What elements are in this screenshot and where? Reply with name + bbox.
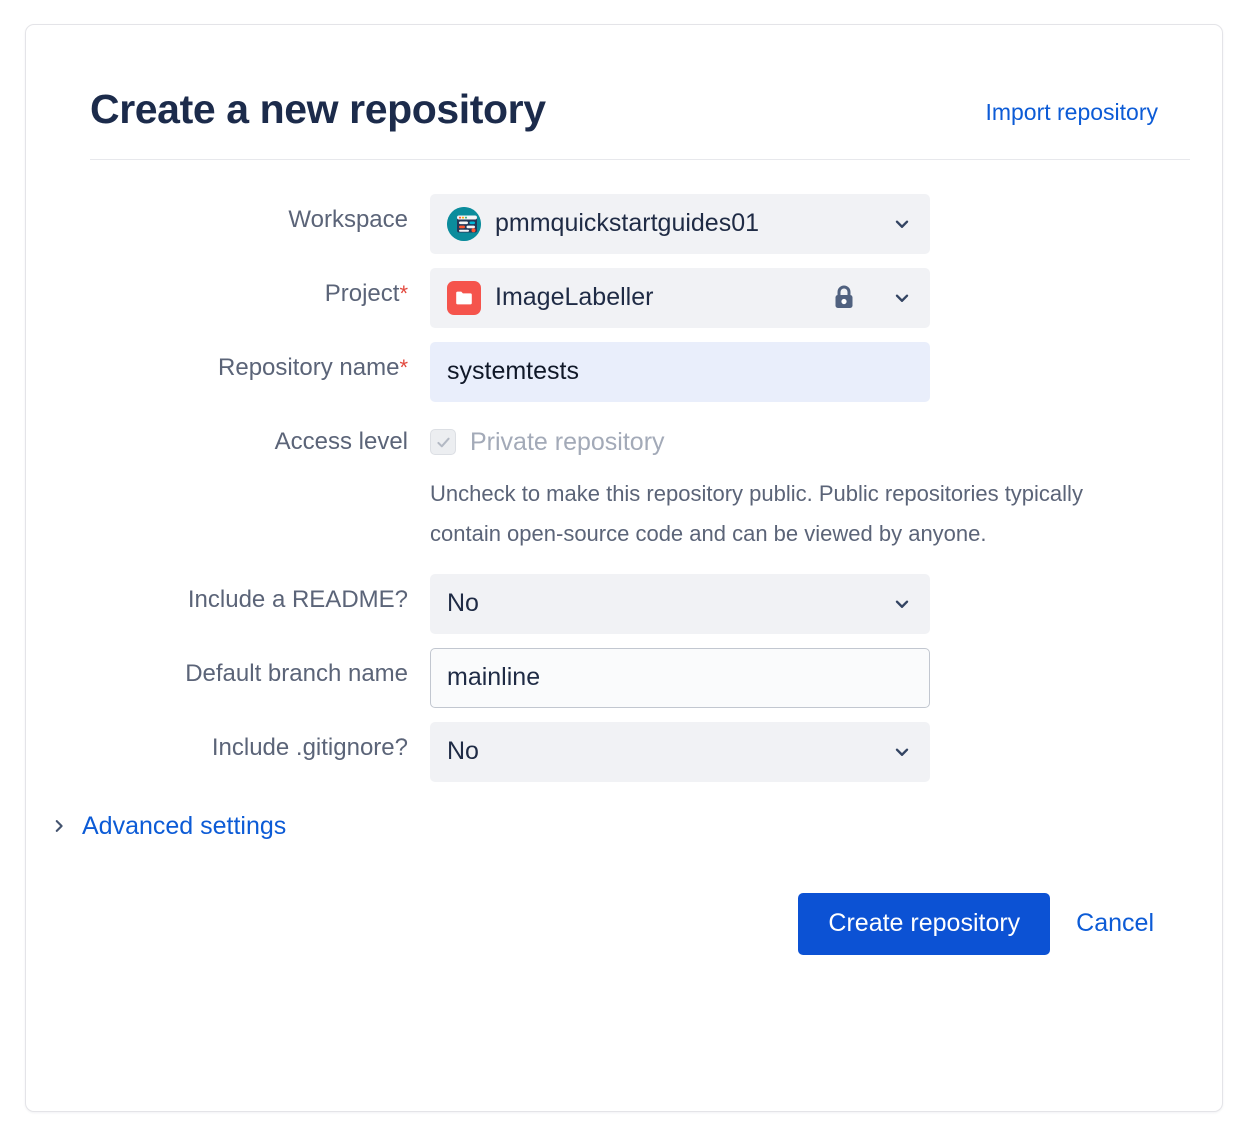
project-select[interactable]: ImageLabeller [430, 267, 930, 328]
private-repository-checkbox-row[interactable]: Private repository [430, 416, 1130, 460]
include-gitignore-select[interactable]: No [430, 721, 930, 782]
project-value: ImageLabeller [495, 283, 654, 312]
lock-icon [831, 284, 857, 312]
page-title: Create a new repository [90, 86, 546, 132]
include-readme-select[interactable]: No [430, 573, 930, 634]
chevron-down-icon [891, 593, 913, 615]
include-gitignore-value: No [447, 737, 479, 766]
project-label: Project* [90, 268, 430, 309]
workspace-value: pmmquickstartguides01 [495, 209, 760, 238]
project-label-text: Project [324, 279, 400, 307]
chevron-down-icon [891, 287, 913, 309]
form-row-include-gitignore: Include .gitignore? No [90, 721, 1190, 782]
repository-name-label-text: Repository name [218, 353, 400, 381]
private-repository-checkbox [430, 429, 456, 456]
form-actions: Create repository Cancel [90, 892, 1190, 955]
workspace-avatar-icon [447, 206, 481, 241]
repository-name-required-mark: * [399, 354, 408, 380]
cancel-button[interactable]: Cancel [1072, 909, 1158, 938]
form-row-project: Project* ImageLabeller [90, 267, 1190, 328]
project-folder-icon [447, 280, 481, 315]
advanced-settings-label: Advanced settings [82, 811, 287, 840]
private-repository-label: Private repository [470, 427, 665, 456]
form-row-repository-name: Repository name* [90, 341, 1190, 402]
chevron-down-icon [891, 213, 913, 235]
include-gitignore-label: Include .gitignore? [211, 733, 408, 761]
repository-name-input[interactable] [430, 341, 930, 402]
chevron-down-icon [891, 741, 913, 763]
form-row-include-readme: Include a README? No [90, 573, 1190, 634]
form-row-access-level: Access level Private repository Uncheck … [90, 416, 1190, 554]
workspace-label: Workspace [288, 205, 408, 233]
default-branch-label: Default branch name [185, 659, 408, 687]
advanced-settings-toggle[interactable]: Advanced settings [50, 812, 360, 841]
chevron-right-icon [50, 816, 68, 836]
include-readme-label: Include a README? [187, 585, 408, 613]
create-repository-button[interactable]: Create repository [798, 892, 1051, 955]
create-repository-card: Create a new repository Import repositor… [25, 24, 1223, 1112]
access-level-label: Access level [274, 427, 408, 455]
repository-name-label: Repository name* [90, 342, 430, 383]
form-row-default-branch: Default branch name [90, 647, 1190, 708]
access-level-help-text: Uncheck to make this repository public. … [430, 480, 1083, 546]
form-row-workspace: Workspace [90, 193, 1190, 254]
project-required-mark: * [399, 280, 408, 306]
card-header: Create a new repository Import repositor… [90, 86, 1190, 160]
import-repository-link[interactable]: Import repository [985, 99, 1158, 126]
create-repository-form: Workspace [55, 160, 1190, 841]
default-branch-input[interactable] [430, 647, 930, 708]
workspace-select[interactable]: pmmquickstartguides01 [430, 193, 930, 254]
include-readme-value: No [447, 589, 479, 618]
checkmark-icon [436, 437, 450, 448]
